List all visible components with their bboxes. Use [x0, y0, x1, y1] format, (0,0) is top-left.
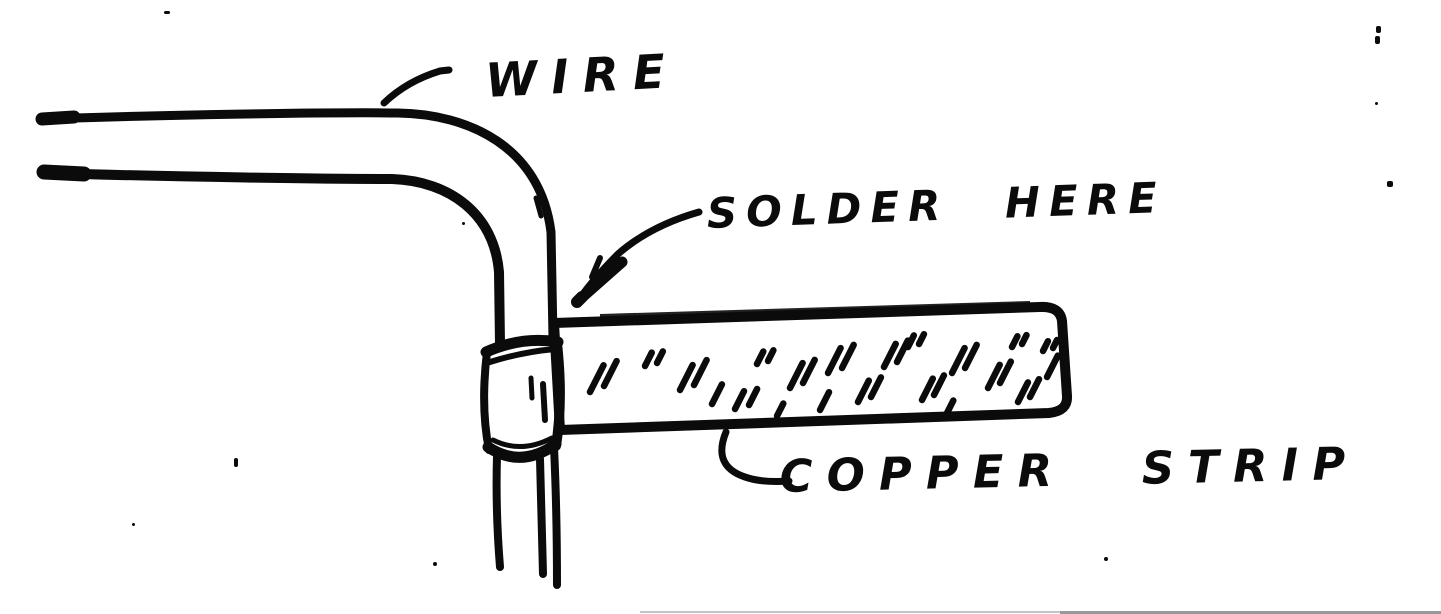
hatch-stroke	[961, 341, 980, 372]
hatch-stroke	[918, 375, 937, 404]
scan-speck	[1375, 102, 1378, 105]
hatch-stroke	[1043, 352, 1062, 381]
hatch-stroke	[816, 388, 833, 414]
hatch-stroke	[745, 385, 761, 409]
hatch-stroke	[930, 372, 948, 399]
hatch-stroke	[690, 356, 710, 389]
wire-drawing	[35, 108, 558, 349]
hatch-stroke	[1039, 337, 1052, 355]
solder-joint-sleeve	[480, 334, 565, 463]
wire-shading-stroke	[533, 195, 544, 219]
hatch-stroke	[838, 341, 857, 372]
hatch-stroke	[731, 387, 748, 413]
copper-strip-leader-line	[718, 428, 793, 485]
hatch-stroke	[753, 348, 767, 368]
hatch-stroke	[773, 400, 787, 420]
hatch-stroke	[600, 357, 620, 390]
hatch-stroke	[653, 348, 667, 367]
hatching	[586, 330, 1062, 420]
hatch-stroke	[824, 344, 844, 377]
hatch-stroke	[1018, 331, 1030, 348]
hatch-stroke	[641, 349, 655, 370]
hatch-stroke	[948, 344, 968, 377]
scan-speck	[1387, 181, 1393, 187]
hatch-stroke	[1008, 333, 1021, 351]
hatch-stroke	[1014, 379, 1032, 406]
scan-edge-artifact	[1060, 611, 1441, 614]
hatch-stroke	[1026, 375, 1043, 401]
hatch-stroke	[984, 361, 1003, 392]
wire-lower-drawing	[492, 443, 561, 589]
hatch-stroke	[586, 362, 607, 396]
scan-speck	[234, 458, 238, 467]
hatch-stroke	[799, 356, 818, 387]
scan-edge-artifact	[640, 611, 1060, 613]
hatch-stroke	[904, 332, 918, 351]
scan-speck	[433, 562, 437, 566]
sleeve-shading-stroke	[540, 381, 548, 423]
hatch-stroke	[867, 374, 885, 401]
hatch-stroke	[996, 358, 1015, 387]
scan-speck	[1375, 36, 1380, 44]
scan-speck	[1376, 26, 1381, 33]
wire-label: WIRE	[484, 43, 681, 109]
solder-arrow	[571, 208, 703, 308]
hatch-stroke	[1049, 336, 1061, 352]
scan-speck	[1104, 557, 1108, 561]
sleeve-shading-stroke	[528, 375, 535, 401]
hatch-stroke	[880, 340, 899, 371]
wire-leader-line	[380, 66, 453, 107]
hatch-stroke	[854, 377, 873, 406]
hatch-stroke	[764, 347, 777, 365]
hatch-stroke	[943, 397, 957, 417]
hatch-stroke	[708, 381, 726, 408]
hatch-stroke	[786, 359, 806, 392]
hatch-stroke	[915, 330, 928, 348]
scan-speck	[462, 222, 465, 225]
scan-speck	[132, 523, 135, 526]
hatch-stroke	[676, 361, 696, 394]
copper-strip-drawing	[549, 301, 1073, 435]
scan-speck	[164, 11, 170, 14]
